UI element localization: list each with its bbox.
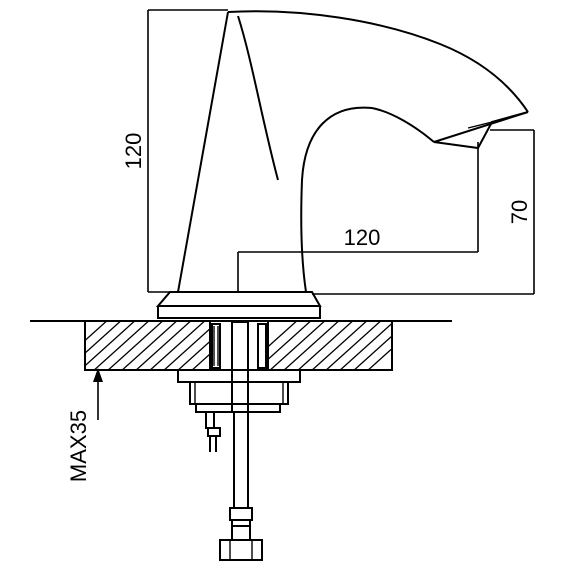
dimension-spout-reach: 120 xyxy=(237,142,479,292)
dimension-label-max-deck: MAX35 xyxy=(66,410,91,482)
sensor-cable-fitting xyxy=(205,411,221,452)
arrow-up-icon xyxy=(93,368,103,382)
dimension-label-spout-height: 70 xyxy=(507,200,532,224)
mounting-shank xyxy=(209,320,269,371)
dimension-body-height: 120 xyxy=(121,9,228,293)
dimension-spout-height: 70 xyxy=(312,129,535,295)
dimension-label-spout-reach: 120 xyxy=(344,225,381,250)
dimension-label-body-height: 120 xyxy=(121,133,146,170)
fixing-nut-assembly xyxy=(177,369,301,413)
countertop-deck xyxy=(30,320,452,371)
flexible-supply-hose xyxy=(219,411,263,561)
faucet-body xyxy=(155,10,529,319)
dimension-max-deck-thickness: MAX35 xyxy=(66,368,103,482)
